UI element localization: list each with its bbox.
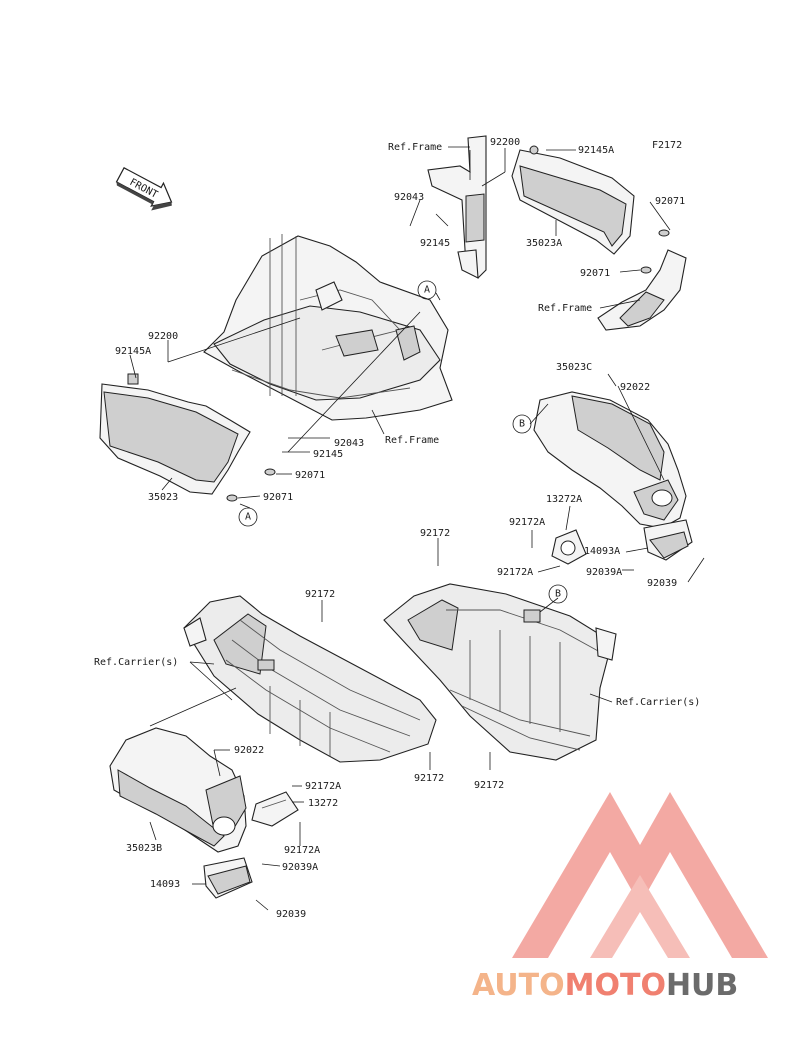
label-ref-frame-left: Ref.Frame: [385, 435, 439, 446]
callout-A-top-label: A: [424, 285, 430, 296]
side-panel-35023: [99, 373, 276, 502]
label-92039-right: 92039: [647, 578, 677, 589]
callout-B-right: [548, 584, 568, 604]
callout-A-top: [417, 280, 437, 300]
label-92039A-left: 92039A: [282, 862, 318, 873]
watermark-logo: [512, 792, 768, 958]
rear-duct-14093A: [643, 519, 693, 561]
label-92022-right: 92022: [620, 382, 650, 393]
label-92172-left-top: 92172: [305, 589, 335, 600]
label-35023A: 35023A: [526, 238, 562, 249]
bracket-13272A: [551, 529, 587, 565]
leader-lines-bottom-left: [149, 749, 304, 911]
front-arrow-icon: FRONT: [115, 166, 173, 211]
cargo-bed-left: [183, 595, 437, 763]
label-92200-top: 92200: [490, 137, 520, 148]
side-panel-35023A: [511, 145, 670, 274]
leader-lines-beds: [149, 538, 613, 770]
label-92039-left: 92039: [276, 909, 306, 920]
label-92172-right-bottom: 92172: [474, 780, 504, 791]
label-92172A-right-1: 92172A: [509, 517, 545, 528]
label-92071-top-right: 92071: [655, 196, 685, 207]
label-92172A-left-1: 92172A: [305, 781, 341, 792]
label-92071-left-2: 92071: [263, 492, 293, 503]
callout-B-left: [512, 414, 532, 434]
label-ref-carrier-left: Ref.Carrier(s): [94, 657, 178, 668]
label-14093: 14093: [150, 879, 180, 890]
label-92039A-right: 92039A: [586, 567, 622, 578]
label-35023B: 35023B: [126, 843, 162, 854]
label-92145A-left: 92145A: [115, 346, 151, 357]
label-92172A-left-2: 92172A: [284, 845, 320, 856]
callout-A-bottom: [238, 507, 258, 527]
leader-lines-left: [129, 311, 421, 509]
rear-fender-35023B: [109, 727, 247, 853]
label-13272A: 13272A: [546, 494, 582, 505]
label-92145-left: 92145: [313, 449, 343, 460]
vehicle-frame: [203, 234, 453, 421]
label-ref-carrier-right: Ref.Carrier(s): [616, 697, 700, 708]
label-92172A-right-2: 92172A: [497, 567, 533, 578]
label-92172-center-top: 92172: [420, 528, 450, 539]
label-ref-frame-top: Ref.Frame: [388, 142, 442, 153]
watermark-text: AUTOMOTOHUB: [472, 968, 738, 1003]
label-92071-left-1: 92071: [295, 470, 325, 481]
callout-B-left-label: B: [519, 419, 525, 430]
label-92043-left: 92043: [334, 438, 364, 449]
label-92043-top: 92043: [394, 192, 424, 203]
frame-bracket-lower-right: [597, 249, 687, 331]
label-92145A-top: 92145A: [578, 145, 614, 156]
label-35023: 35023: [148, 492, 178, 503]
label-14093A: 14093A: [584, 546, 620, 557]
frame-bracket-top: [427, 135, 487, 279]
leader-lines-top: [409, 146, 671, 309]
label-ref-frame-mid: Ref.Frame: [538, 303, 592, 314]
diagram-code: F2172: [652, 140, 682, 151]
label-92071-top-mid: 92071: [580, 268, 610, 279]
label-13272: 13272: [308, 798, 338, 809]
callout-A-bottom-label: A: [245, 512, 251, 523]
callout-B-right-label: B: [555, 589, 561, 600]
label-92145-top: 92145: [420, 238, 450, 249]
label-92200-left: 92200: [148, 331, 178, 342]
rear-duct-14093: [203, 857, 253, 899]
cargo-bed-right: [383, 583, 617, 761]
label-35023C: 35023C: [556, 362, 592, 373]
label-92022-left: 92022: [234, 745, 264, 756]
label-92172-center-bottom: 92172: [414, 773, 444, 784]
rear-fender-35023C: [533, 391, 687, 529]
leader-lines-right: [529, 373, 705, 583]
bracket-13272: [251, 791, 299, 827]
